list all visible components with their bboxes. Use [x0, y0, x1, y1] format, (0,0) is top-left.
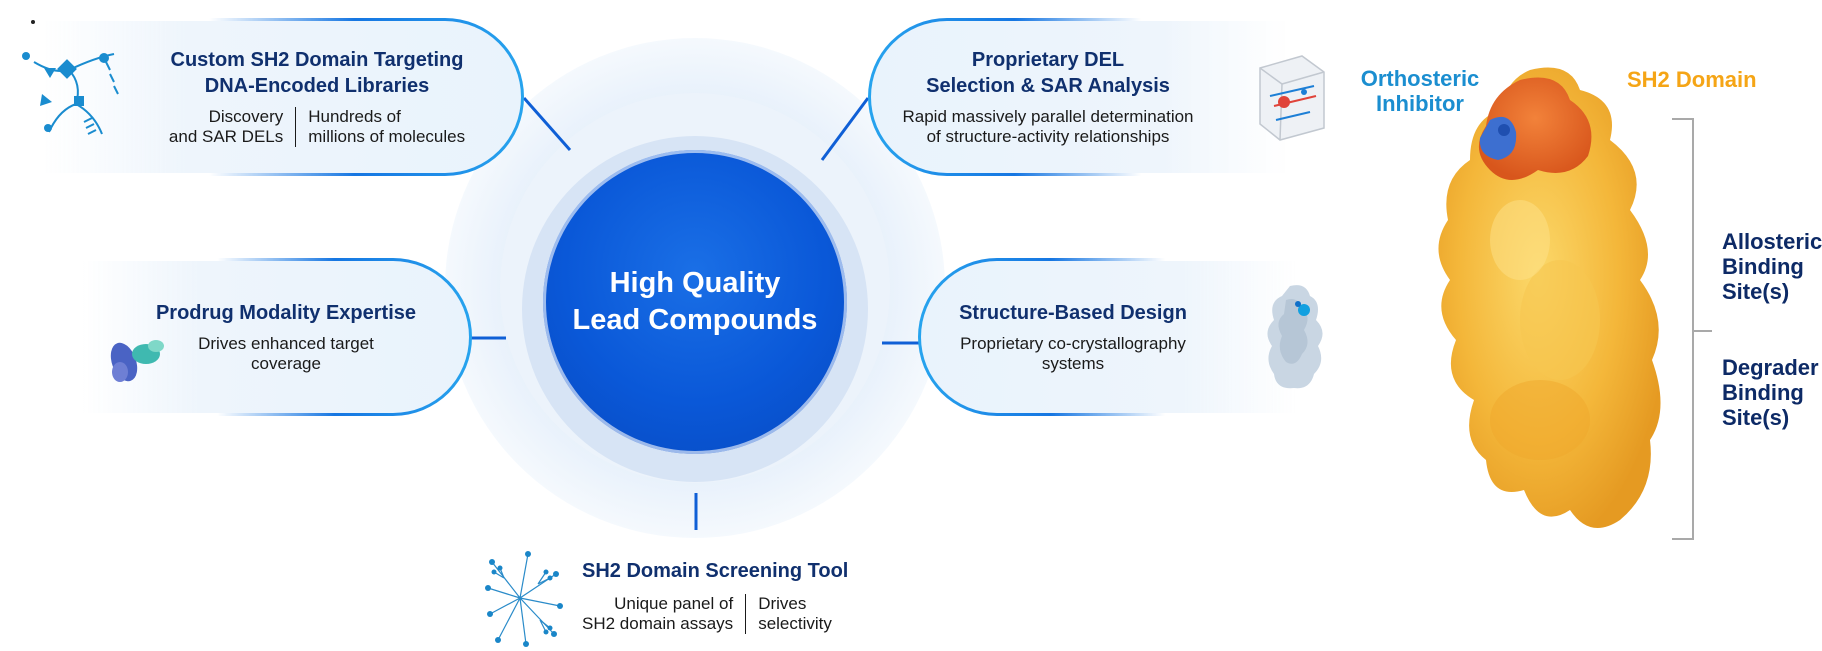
card-proprietary-del-body-line1: Rapid massively parallel determination — [902, 107, 1194, 126]
card-structure-body-line1: Proprietary co-crystallography — [960, 334, 1186, 353]
card-custom-del-details: Discovery and SAR DELs Hundreds of milli… — [169, 107, 465, 147]
connector-top-right — [820, 97, 870, 161]
card-structure-body: Proprietary co-crystallography systems — [960, 334, 1186, 374]
card-prodrug-body: Drives enhanced target coverage — [198, 334, 374, 374]
card-proprietary-del-title-line1: Proprietary DEL — [971, 49, 1125, 71]
site-bracket — [1672, 118, 1694, 540]
orthosteric-line1: Orthosteric — [1360, 66, 1480, 91]
dna-library-icon — [22, 52, 119, 135]
card-proprietary-del: Proprietary DEL Selection & SAR Analysis… — [868, 18, 1288, 176]
card-custom-del-right-line1: Hundreds of — [308, 107, 401, 126]
protein-crystal-icon — [1267, 285, 1323, 389]
center-title-line2: Lead Compounds — [572, 304, 818, 336]
orthosteric-line2: Inhibitor — [1376, 91, 1464, 116]
card-screening-details: Unique panel of SH2 domain assays Drives… — [582, 594, 882, 634]
card-screening-left-line1: Unique panel of — [614, 594, 734, 613]
card-proprietary-del-body-line2: of structure-activity relationships — [926, 127, 1170, 146]
card-custom-del-right-line2: millions of molecules — [308, 127, 466, 146]
degrader-binding-label: Degrader Binding Site(s) — [1722, 355, 1819, 430]
card-screening-title: SH2 Domain Screening Tool — [582, 560, 849, 582]
card-prodrug: Prodrug Modality Expertise Drives enhanc… — [80, 258, 472, 416]
allosteric-line1: Allosteric — [1722, 229, 1822, 254]
card-proprietary-del-title-line2: Selection & SAR Analysis — [926, 75, 1170, 97]
card-structure-body-line2: systems — [1041, 354, 1105, 373]
degrader-line2: Binding — [1722, 380, 1804, 405]
bullet-dot — [31, 20, 35, 24]
connector-top-left — [522, 97, 572, 151]
allosteric-line3: Site(s) — [1722, 279, 1790, 304]
card-custom-del-left-line2: and SAR DELs — [168, 127, 284, 146]
center-circle: High Quality Lead Compounds — [543, 150, 847, 454]
card-screening-right-line2: selectivity — [758, 614, 832, 633]
card-custom-del-title-line2: DNA-Encoded Libraries — [204, 75, 430, 97]
selection-cube-icon — [1259, 55, 1325, 141]
card-screening-right-line1: Drives — [758, 594, 807, 613]
card-prodrug-body-line2: coverage — [251, 354, 321, 373]
degrader-line3: Site(s) — [1722, 405, 1790, 430]
card-prodrug-body-line1: Drives enhanced target — [198, 334, 374, 353]
bracket-mid-tick — [1694, 330, 1712, 332]
card-proprietary-del-body: Rapid massively parallel determination o… — [902, 107, 1193, 147]
card-prodrug-title: Prodrug Modality Expertise — [155, 302, 417, 324]
card-custom-del-left-line1: Discovery — [208, 107, 284, 126]
kinome-tree-icon — [485, 551, 563, 647]
prodrug-molecule-icon — [110, 340, 164, 382]
card-screening-left-line2: SH2 domain assays — [582, 614, 734, 633]
sh2-domain-label: SH2 Domain — [1627, 67, 1757, 92]
card-custom-del: Custom SH2 Domain Targeting DNA-Encoded … — [40, 18, 524, 176]
card-structure-title: Structure-Based Design — [959, 302, 1187, 324]
degrader-line1: Degrader — [1722, 355, 1819, 380]
protein-surface-rendering — [1438, 67, 1661, 528]
orthosteric-inhibitor-label: Orthosteric Inhibitor — [1350, 66, 1490, 116]
allosteric-line2: Binding — [1722, 254, 1804, 279]
allosteric-binding-label: Allosteric Binding Site(s) — [1722, 229, 1822, 304]
card-structure: Structure-Based Design Proprietary co-cr… — [918, 258, 1298, 416]
center-title-line1: High Quality — [609, 267, 781, 299]
card-custom-del-title-line1: Custom SH2 Domain Targeting — [170, 49, 464, 71]
card-screening: SH2 Domain Screening Tool Unique panel o… — [582, 558, 882, 648]
